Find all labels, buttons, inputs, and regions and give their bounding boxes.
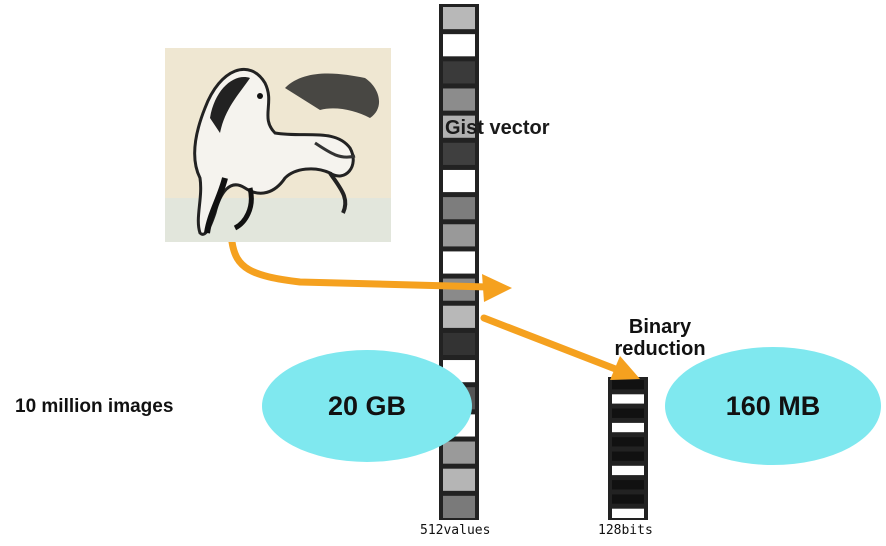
gist-vector-cell (443, 197, 475, 220)
compressed-size-text: 160 MB (725, 390, 821, 421)
arrow-gist-to-binary (480, 314, 640, 380)
gist-vector-cell (443, 169, 475, 193)
gist-vector-cell (443, 34, 475, 57)
binary-label-line-1: Binary (628, 316, 692, 338)
binary-code-cell (612, 408, 644, 418)
raw-size-ellipse: 20 GB (262, 350, 472, 462)
gist-vector-cell (443, 224, 475, 247)
gist-vector-cell (443, 305, 475, 328)
horse-painting-image (165, 48, 391, 242)
binary-code-cell (612, 394, 644, 404)
binary-code-cell (612, 465, 644, 476)
binary-reduction-label: Binary reduction (610, 316, 710, 360)
dataset-size-label: 10 million images (15, 396, 174, 417)
gist-vector-cell (443, 142, 475, 165)
compressed-size-ellipse: 160 MB (665, 347, 881, 465)
binary-code-cell (612, 508, 644, 518)
gist-vector-cell (443, 441, 475, 464)
binary-code-cell (612, 422, 644, 433)
binary-code-cell (612, 437, 644, 447)
gist-vector-cell (443, 251, 475, 274)
gist-vector-cell (443, 88, 475, 111)
gist-vector-cell (443, 495, 475, 518)
binary-label-line-2: reduction (614, 338, 706, 360)
gist-vector-cell (443, 7, 475, 30)
gist-vector-cell (443, 61, 475, 84)
gist-values-label: 512values (420, 523, 491, 538)
binary-code-cell (612, 451, 644, 461)
gist-vector-label: Gist vector (445, 117, 550, 139)
gist-vector-cell (443, 468, 475, 491)
binary-code-cell (612, 380, 644, 390)
binary-bits-label: 128bits (598, 523, 653, 538)
binary-code-cell (612, 480, 644, 490)
arrow-image-to-gist (228, 238, 512, 302)
gist-vector-bar (439, 4, 479, 520)
binary-code-cell (612, 494, 644, 504)
gist-vector-cell (443, 332, 475, 356)
binary-code-bar (608, 377, 648, 520)
raw-size-text: 20 GB (327, 390, 407, 421)
gist-vector-cell (443, 115, 475, 138)
